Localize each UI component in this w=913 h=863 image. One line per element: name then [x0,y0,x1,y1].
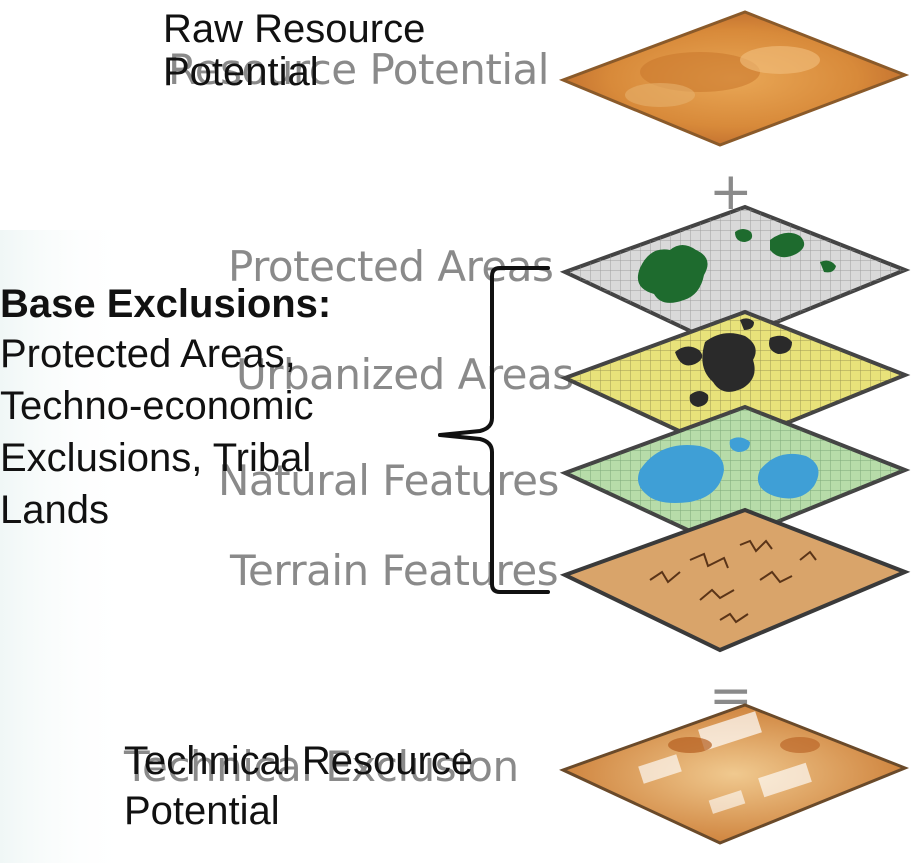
raw-resource-label-line1: Raw Resource [163,7,426,51]
raw-resource-label-line2: Potential [163,50,319,94]
layer-plate-urbanized [559,309,911,453]
layer-name-urbanized-areas: Urbanized Areas [236,350,574,399]
technical-resource-label-line2: Potential [124,789,280,833]
base-exclusions-line4: Lands [0,488,109,532]
technical-resource-label-line1: Technical Resource [124,739,474,783]
layer-plate-raw [558,10,910,147]
layer-plate-natural [559,404,911,548]
base-exclusions-title: Base Exclusions: [0,282,332,326]
layer-plate-technical [559,703,910,845]
layer-name-natural-features: Natural Features [218,456,559,505]
base-exclusions-line1: Protected Areas, [0,332,296,376]
base-exclusions-brace [438,266,550,594]
layer-plate-terrain [559,507,911,653]
layer-name-terrain-features: Terrain Features [230,546,559,595]
base-exclusions-line3: Exclusions, Tribal [0,436,312,480]
base-exclusions-line2: Techno-economic [0,384,314,428]
layer-plate-protected [559,204,911,348]
layer-name-technical-exclusion: Technical Exclusion [124,742,519,791]
layer-name-resource-potential: Resource Potential [168,45,549,94]
